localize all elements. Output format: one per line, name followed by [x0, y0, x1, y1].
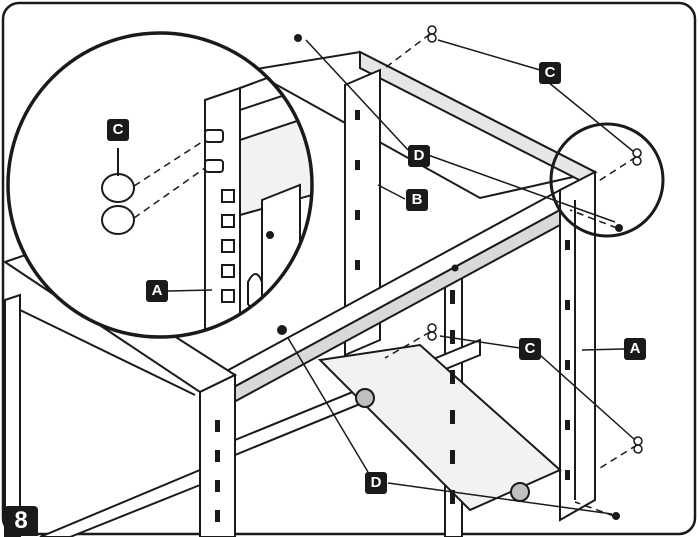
callout-a-detail: A: [146, 280, 168, 302]
step-number-badge: 8: [4, 506, 38, 536]
callout-d-top: D: [408, 145, 430, 167]
callout-a-right: A: [624, 338, 646, 360]
zoom-circle-right: [549, 122, 665, 238]
callout-b: B: [406, 189, 428, 211]
callout-d-bottom: D: [365, 472, 387, 494]
detail-magnifier: [6, 31, 314, 339]
rack-frame: [2, 50, 598, 537]
screw-d-icons: [294, 34, 623, 520]
callout-c-detail: C: [107, 119, 129, 141]
callout-c-top: C: [539, 62, 561, 84]
cage-nut-c-icons: [427, 25, 643, 454]
leader-lines: [167, 39, 636, 515]
rail-holes: [215, 110, 570, 522]
callout-c-mid: C: [519, 338, 541, 360]
